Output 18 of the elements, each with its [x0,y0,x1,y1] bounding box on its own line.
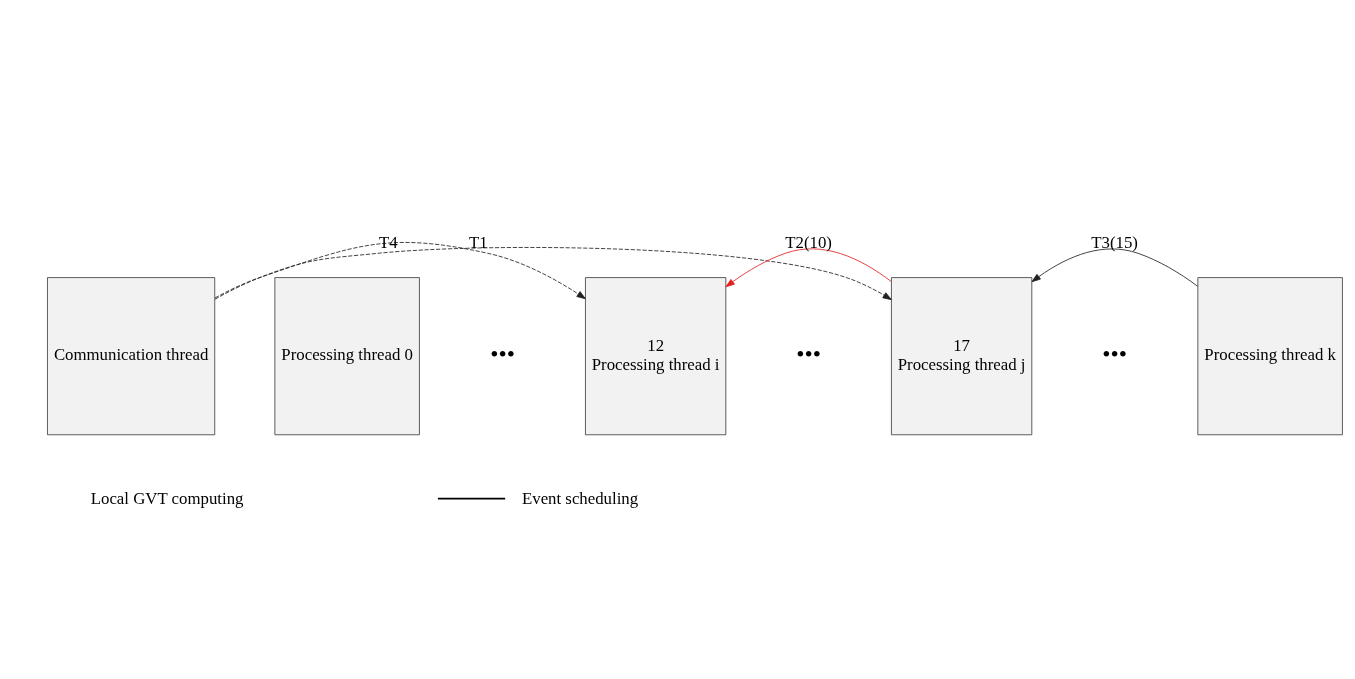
arrow [725,247,892,287]
label: ••• [796,340,821,367]
legend-label: Local GVT computing [90,488,244,508]
label: ••• [1102,340,1127,367]
node-box: Processing thread 0 [274,276,420,435]
edge-label: T4 [378,232,398,252]
node-box: 12 Processing thread i [585,276,727,435]
node-box: Processing thread k [1197,276,1343,435]
edge-label: T1 [468,232,488,252]
arrow [214,246,892,300]
edge-label: T3(15) [1091,232,1138,252]
legend-label: Event scheduling [521,488,639,508]
arrow [1031,248,1198,287]
arrow [214,241,586,299]
edge-label: T2(10) [785,232,832,252]
node-box: Communication thread [47,276,216,435]
node-box: 17 Processing thread j [891,276,1033,435]
label: ••• [490,340,515,367]
